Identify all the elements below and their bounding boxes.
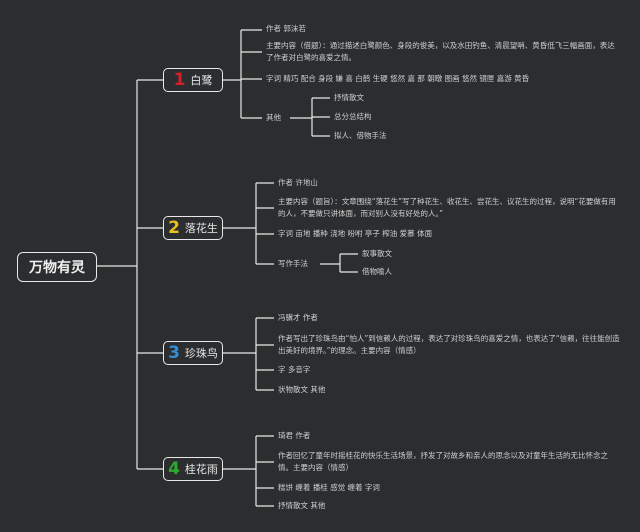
leaf-main-content: 作者写出了珍珠鸟由“怕人”到信赖人的过程，表达了对珍珠鸟的喜爱之情，也表达了“信…: [278, 334, 620, 355]
leaf-main-content: 主要内容（借题）：通过描述白鹭颜色、身段的俊美，以及水田钓鱼、清晨望哨、黄昏低飞…: [266, 41, 615, 62]
leaf-other: 抒情散文 其他: [278, 501, 326, 510]
chapter-title: 珍珠鸟: [184, 347, 218, 360]
leaf-technique: 借物喻人: [362, 267, 392, 276]
chapter-number: 3: [168, 342, 180, 363]
chapter-title: 落花生: [184, 222, 218, 235]
chapter-node-4[interactable]: 4 桂花雨: [163, 457, 223, 481]
chapter-title: 白鹭: [190, 74, 213, 87]
leaf-vocabulary: 糕饼 缠着 播桂 感觉 缠着 字词: [278, 483, 380, 492]
chapter-node-1[interactable]: 1 白鹭: [163, 68, 223, 92]
leaf-author: 作者 许地山: [278, 178, 318, 187]
leaf-other: 状物散文 其他: [278, 385, 326, 394]
leaf-author: 冯骥才 作者: [278, 313, 318, 322]
leaf-main-content: 作者回忆了童年时摇桂花的快乐生活场景，抒发了对故乡和亲人的思念以及对童年生活的无…: [278, 451, 608, 472]
chapter-number: 4: [168, 458, 180, 479]
leaf-structure: 总分总结构: [334, 112, 372, 121]
leaf-other: 其他: [266, 113, 281, 122]
chapter-number: 2: [168, 217, 180, 238]
leaf-genre: 抒情散文: [334, 93, 364, 102]
chapter-number: 1: [173, 69, 186, 90]
leaf-vocabulary: 字 多音字: [278, 365, 311, 374]
leaf-vocabulary: 字词 亩地 播种 浇地 吩咐 亭子 榨油 爱慕 体面: [278, 229, 433, 238]
leaf-author: 琦君 作者: [278, 431, 311, 440]
chapter-node-2[interactable]: 2 落花生: [163, 216, 223, 240]
leaf-writing-technique: 写作手法: [278, 259, 308, 268]
leaf-vocabulary: 字词 精巧 配合 身段 嫌 喜 白鹤 生硬 悠然 嘉 那 朝暾 图画 悠然 镜匣…: [266, 74, 530, 83]
leaf-main-content: 主要内容（题旨）：文章围绕“落花生”写了种花生、收花生、尝花生、议花生的过程，说…: [278, 197, 616, 218]
chapter-node-3[interactable]: 3 珍珠鸟: [163, 341, 223, 365]
root-node[interactable]: 万物有灵: [17, 252, 97, 282]
leaf-technique: 拟人、借物手法: [334, 131, 387, 140]
leaf-author: 作者 郭沫若: [266, 24, 306, 33]
chapter-title: 桂花雨: [184, 463, 218, 476]
leaf-genre: 叙事散文: [362, 249, 392, 258]
